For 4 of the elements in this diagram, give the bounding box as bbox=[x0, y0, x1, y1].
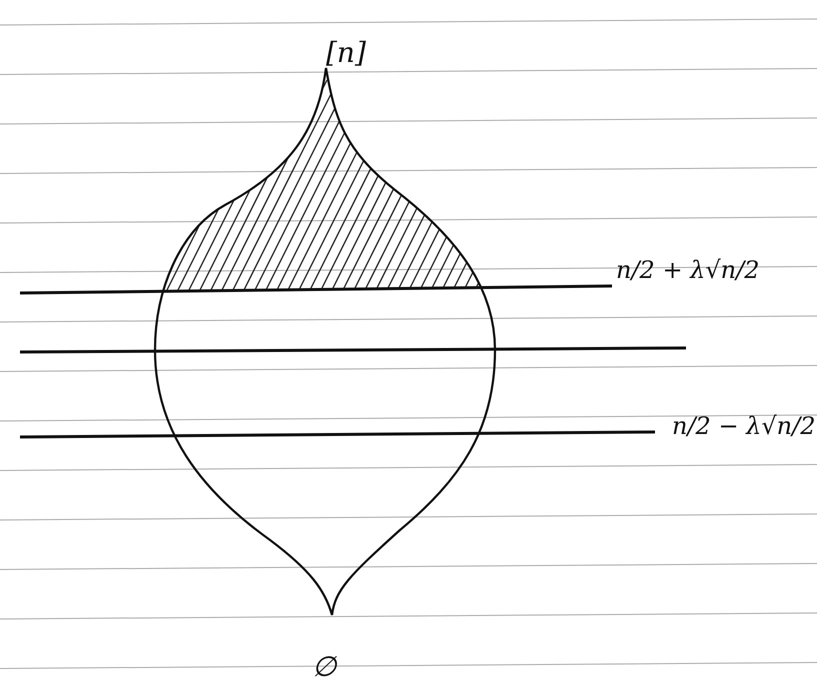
empty-set-label: ∅ bbox=[312, 650, 336, 683]
set-label: [n] bbox=[326, 36, 366, 69]
level-label: n/2 − λ√n/2 bbox=[672, 412, 816, 440]
level-label: n/2 + λ√n/2 bbox=[616, 256, 760, 284]
